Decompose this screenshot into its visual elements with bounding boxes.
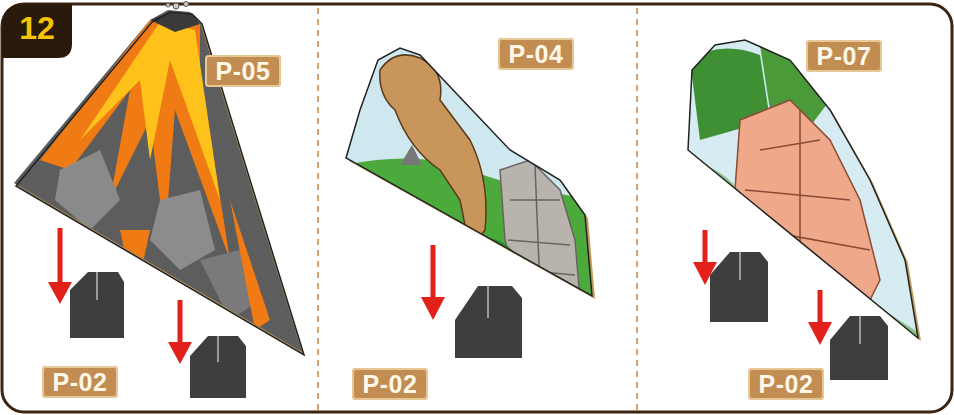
divider	[317, 8, 319, 410]
stand	[70, 272, 124, 338]
volcano-piece	[0, 0, 320, 360]
step-number: 12	[4, 8, 70, 48]
stand	[455, 286, 522, 358]
stand	[830, 316, 888, 380]
part-label: P-04	[498, 38, 574, 70]
part-label: P-07	[806, 40, 882, 72]
part-label: P-02	[42, 366, 118, 398]
stand	[190, 336, 246, 398]
divider	[636, 8, 638, 410]
step-badge	[2, 4, 72, 58]
insert-arrow	[48, 228, 192, 364]
part-label: P-02	[748, 368, 824, 400]
stand	[710, 252, 768, 322]
insert-arrow	[421, 245, 445, 320]
part-label: P-02	[352, 368, 428, 400]
dinosaur-piece	[340, 40, 600, 310]
rock-piece	[680, 30, 930, 350]
insert-arrow	[693, 230, 832, 345]
part-label: P-05	[205, 55, 281, 87]
